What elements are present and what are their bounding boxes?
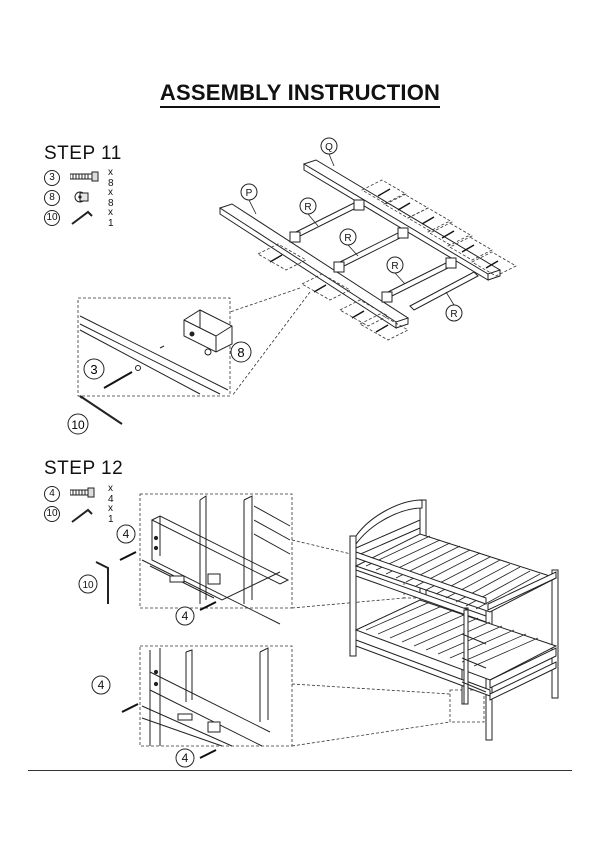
detail-callout-8: 8: [237, 345, 244, 360]
callout-10: 10: [82, 580, 94, 591]
rail-p: [218, 203, 410, 329]
bunk-bed: [349, 499, 559, 741]
callout-r-label: R: [304, 202, 311, 213]
part-quantity: x 8: [108, 187, 114, 209]
page-title: ASSEMBLY INSTRUCTION: [159, 80, 441, 105]
callout-r-label: R: [391, 261, 398, 272]
step-12-label: STEP 12: [44, 458, 124, 479]
callout-4: 4: [98, 678, 105, 692]
title-underline: [160, 106, 440, 108]
barrel-nut-icon: [74, 191, 89, 203]
page-bottom-rule: [28, 770, 572, 771]
step-12-parts-list: 4 x 4 10 x 1: [44, 483, 114, 525]
short-bolt-icon: [70, 487, 95, 498]
detail-callout-10: 10: [71, 418, 85, 432]
callout-4: 4: [123, 527, 130, 541]
callout-r-label: R: [450, 309, 457, 320]
part-number: 8: [44, 190, 60, 206]
part-number: 10: [44, 506, 60, 522]
long-bolt-icon: [70, 171, 99, 182]
part-quantity: x 1: [108, 503, 114, 525]
step-12-upper-detail: [139, 493, 293, 625]
part-number: 10: [44, 210, 60, 226]
callout-4: 4: [182, 609, 189, 623]
slat-r-4: [409, 271, 479, 311]
allen-key-icon: [71, 508, 93, 523]
callout-4: 4: [182, 751, 189, 765]
part-quantity: x 1: [108, 207, 114, 229]
part-quantity: x 8: [108, 167, 114, 189]
step-11-detail-box: 8 3 10: [67, 297, 252, 435]
part-number: 3: [44, 170, 60, 186]
step-11-parts-list: 3 x 8 8 x 8 10 x 1: [44, 167, 114, 229]
callout-r-label: R: [344, 233, 351, 244]
step-12-lower-detail: [139, 645, 293, 747]
part-quantity: x 4: [108, 483, 114, 505]
allen-key-icon: [71, 210, 93, 225]
part-row-key-10: 10 x 1: [44, 207, 114, 229]
part-row-key-10: 10 x 1: [44, 503, 114, 525]
part-number: 4: [44, 486, 60, 502]
part-row-bolt-4: 4 x 4: [44, 483, 114, 505]
part-row-bolt-3: 3 x 8: [44, 167, 114, 189]
detail-callout-3: 3: [90, 362, 97, 377]
rail-q: [302, 159, 502, 281]
callout-q-label: Q: [325, 142, 333, 153]
callout-p-label: P: [246, 188, 253, 199]
step-11-label: STEP 11: [44, 143, 122, 164]
part-row-nut-8: 8 x 8: [44, 187, 114, 209]
